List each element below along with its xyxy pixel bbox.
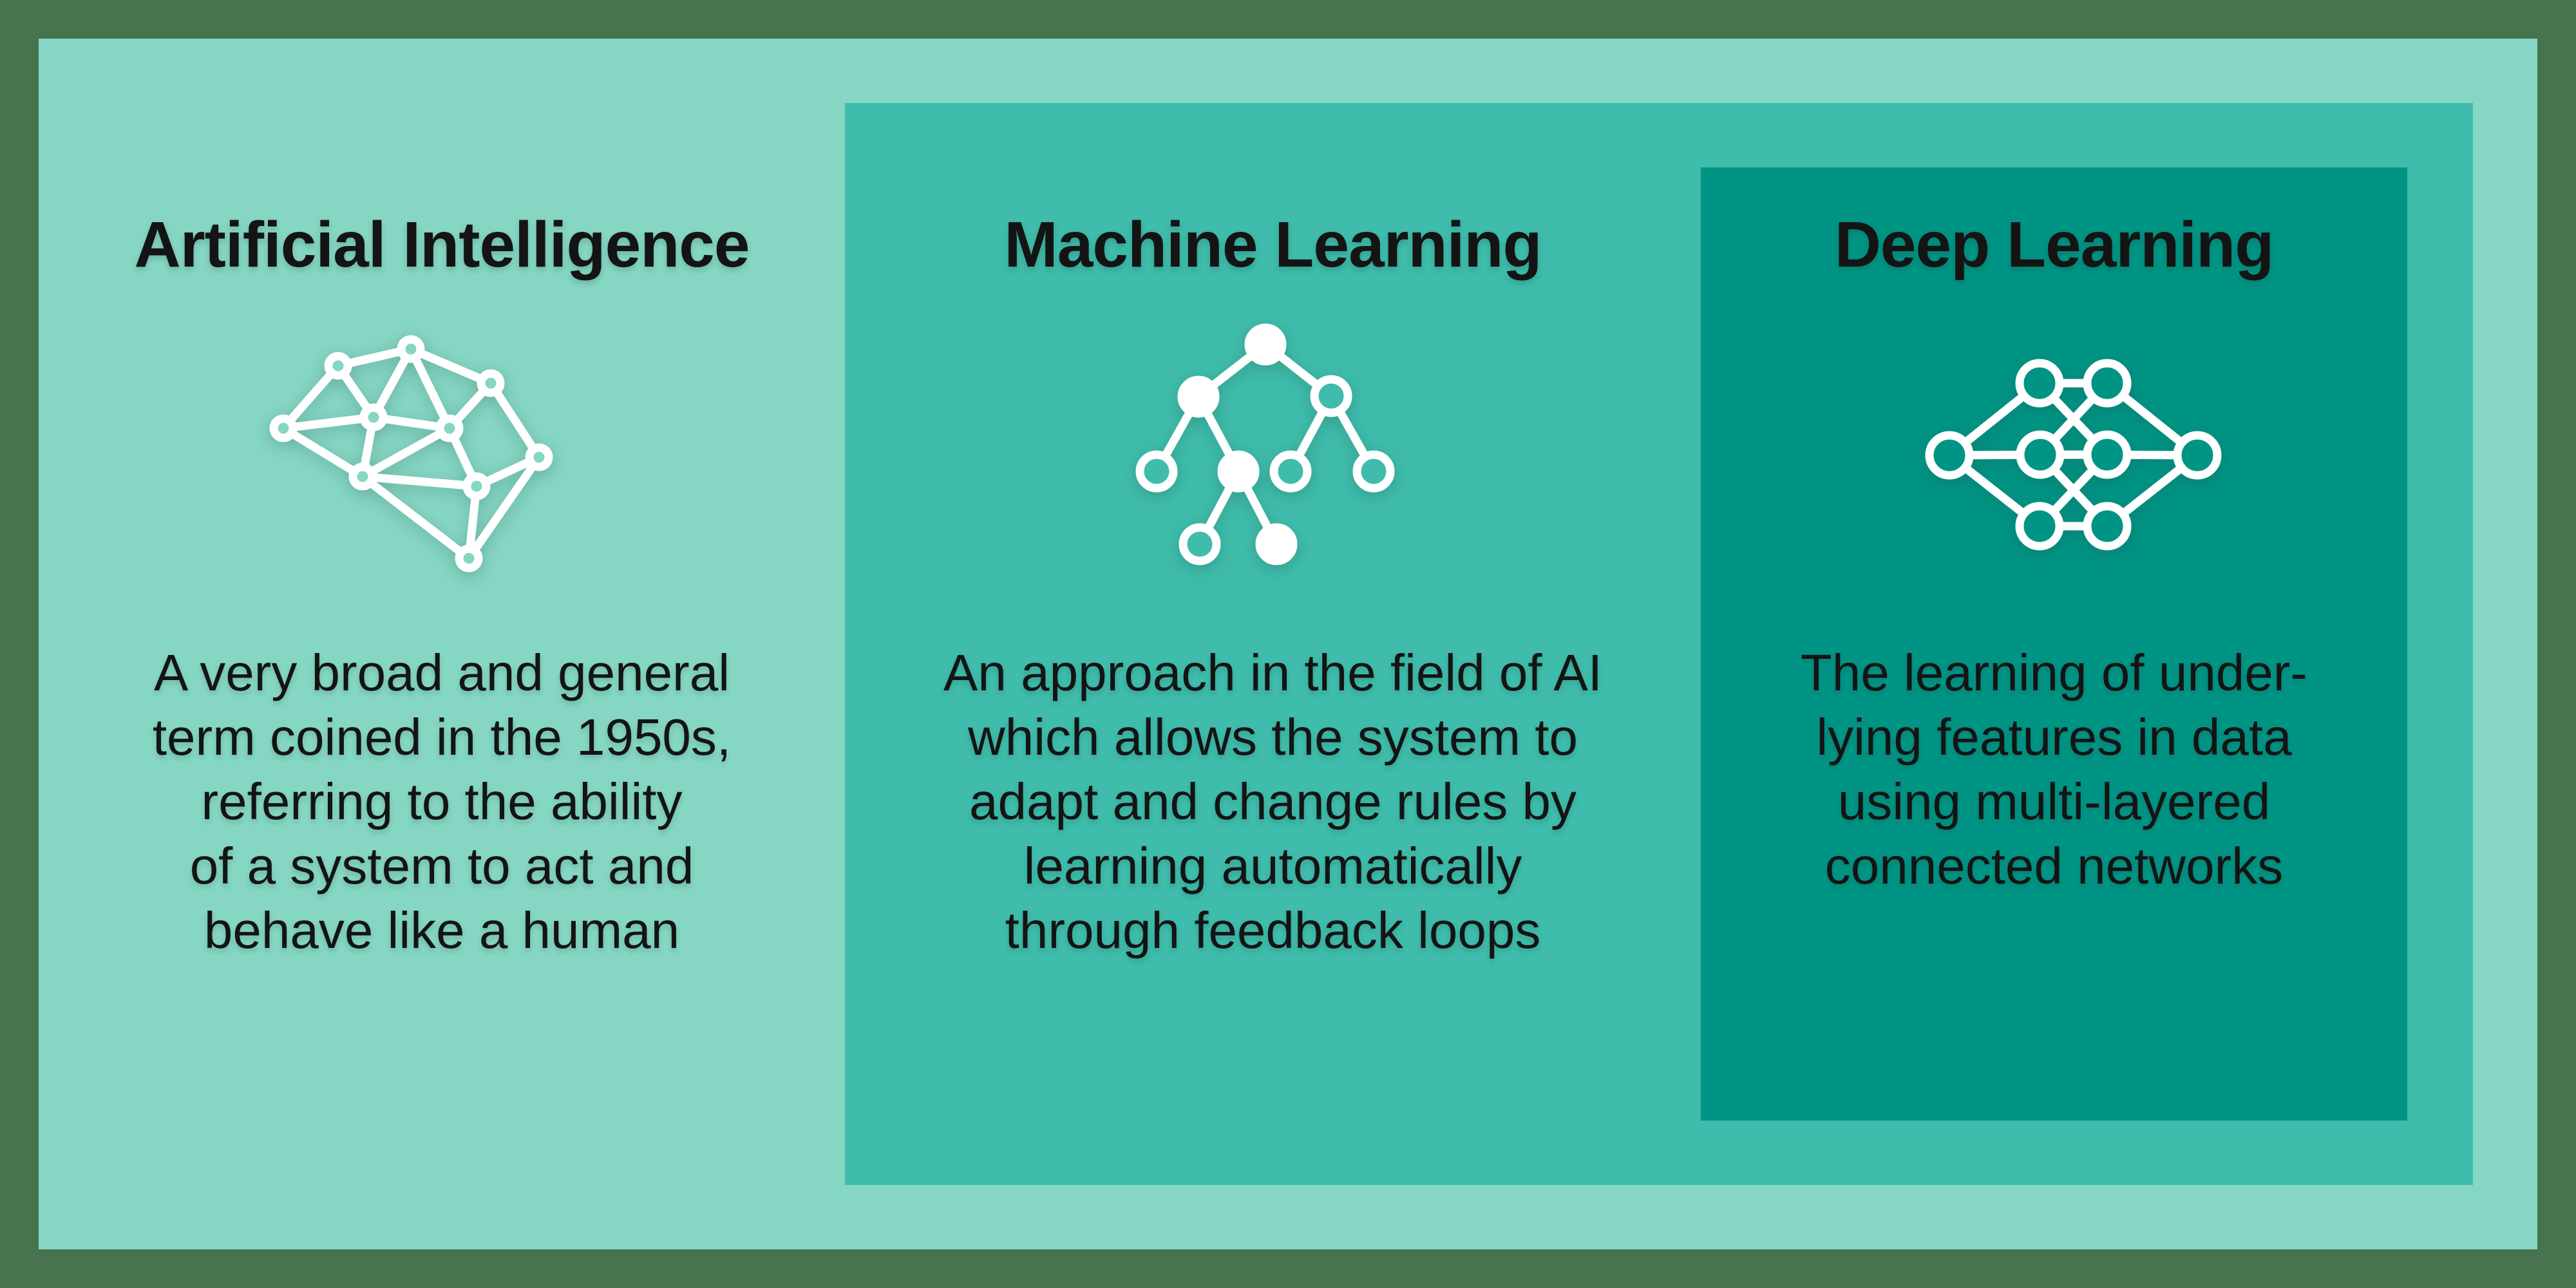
panel-deep-learning (1701, 167, 2407, 1121)
ml-description-line: An approach in the field of AI (943, 644, 1602, 701)
ai-description-line: A very broad and general (154, 644, 730, 701)
decision-tree-icon (1130, 319, 1401, 570)
dl-description-line: The learning of under- (1800, 644, 2308, 701)
ml-description-line: adapt and change rules by (969, 773, 1577, 830)
ai-description-line: of a system to act and (189, 837, 694, 895)
dl-description-line: using multi-layered (1837, 773, 2271, 830)
ml-title: Machine Learning (1004, 209, 1542, 281)
ai-title: Artificial Intelligence (134, 209, 750, 281)
dl-description-line: lying features in data (1816, 708, 2292, 766)
ml-description-line: learning automatically (1023, 837, 1522, 895)
ai-description-line: behave like a human (204, 902, 680, 959)
ai-description-line: term coined in the 1950s, (152, 708, 732, 766)
ai-description: A very broad and general term coined in … (39, 641, 845, 963)
brain-network-icon (254, 319, 570, 589)
dl-description-line: connected networks (1824, 837, 2284, 895)
ml-description: An approach in the field of AI which all… (845, 641, 1701, 963)
dl-description: The learning of under- lying features in… (1701, 641, 2407, 898)
dl-title: Deep Learning (1834, 209, 2275, 281)
ml-description-line: through feedback loops (1005, 902, 1541, 959)
ai-description-line: referring to the ability (201, 773, 683, 830)
ml-description-line: which allows the system to (967, 708, 1578, 766)
neural-network-icon (1922, 354, 2225, 554)
